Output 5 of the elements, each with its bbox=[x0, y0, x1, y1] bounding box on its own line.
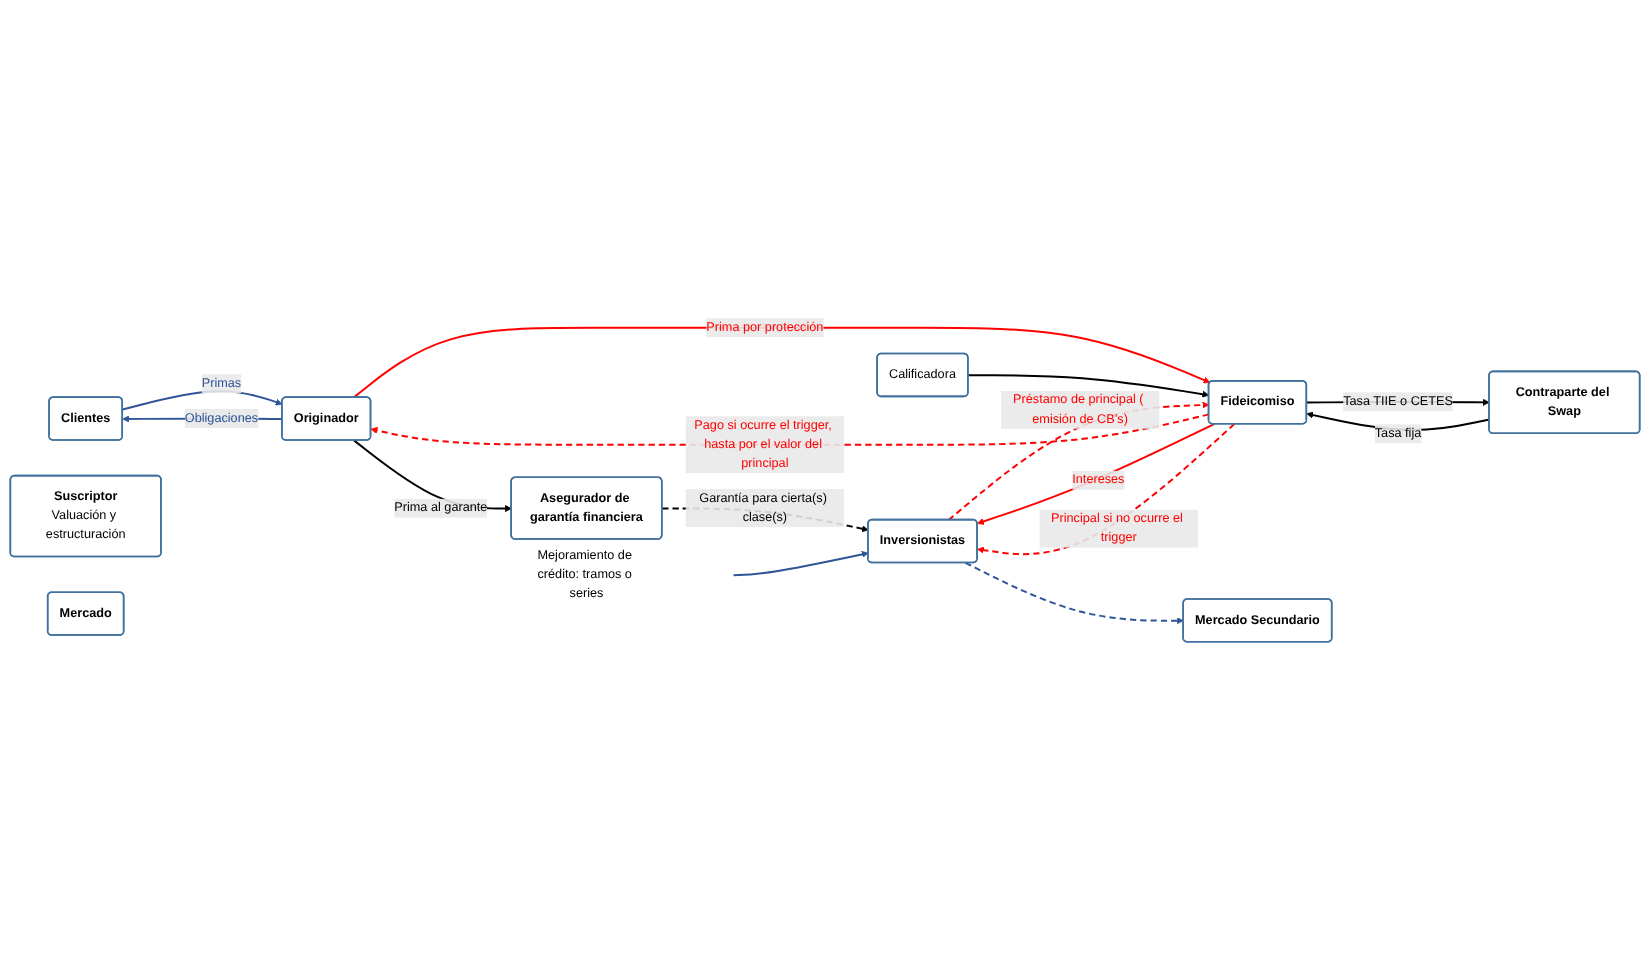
arrow bbox=[121, 390, 283, 411]
arrow bbox=[732, 551, 869, 577]
arrow bbox=[967, 374, 1210, 398]
arrow bbox=[964, 561, 1184, 625]
arrow bbox=[1306, 411, 1491, 432]
